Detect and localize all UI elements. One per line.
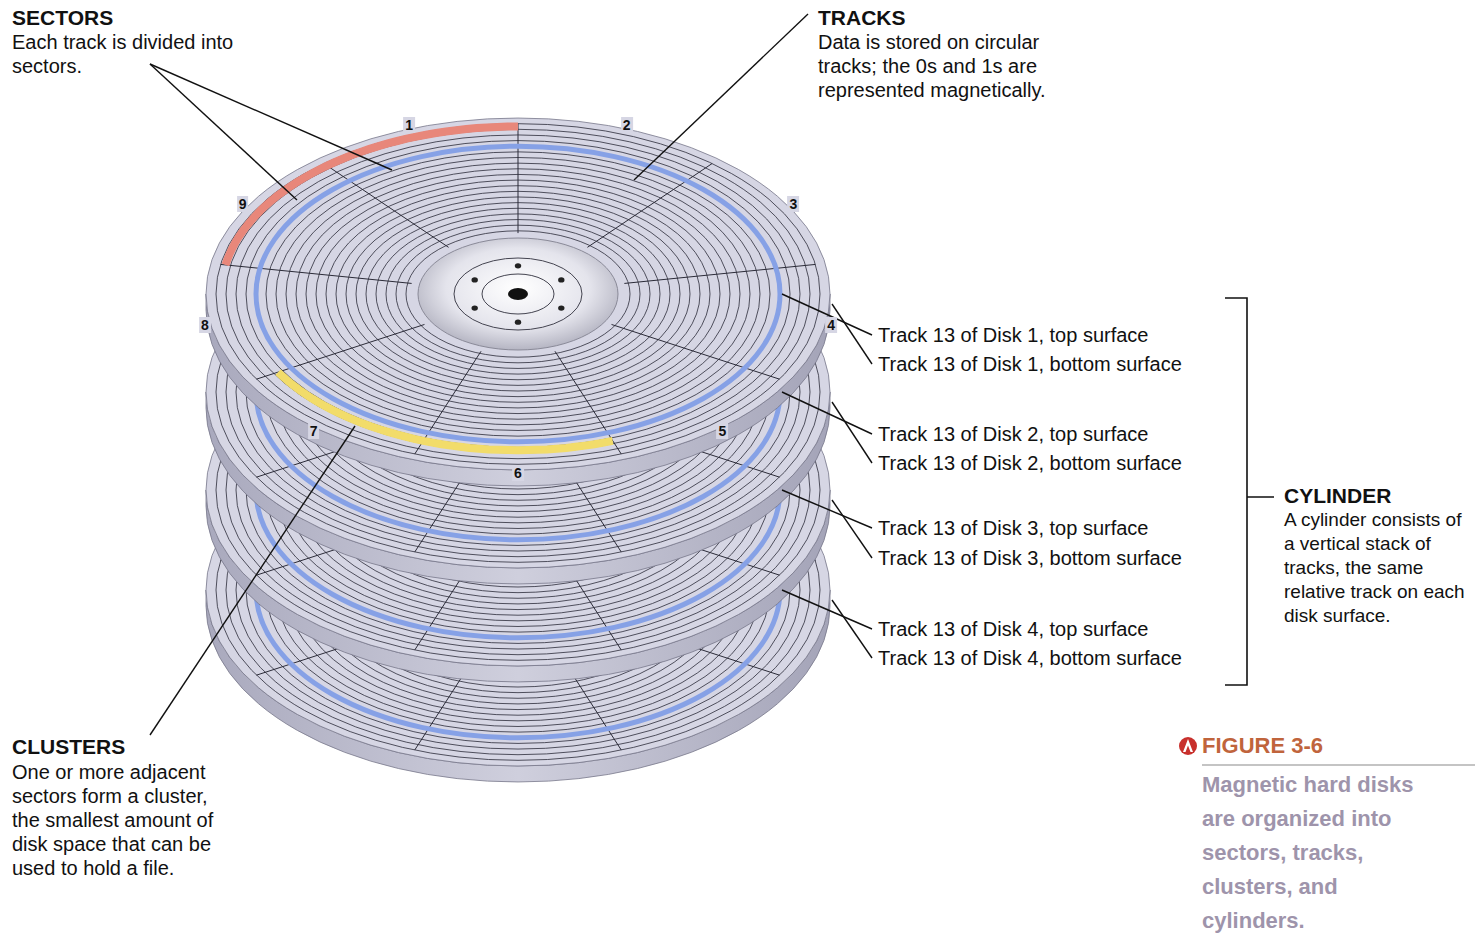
sector-boundary [612,324,780,379]
leader-line [832,500,872,558]
leader-line [832,600,872,658]
leader-line [782,590,872,629]
leader-line [832,304,872,364]
callout-text: Each track is divided into sectors. [12,30,242,78]
platter [206,118,830,486]
sector-boundary [624,264,815,283]
leader-line [150,64,392,170]
callout-text: One or more adjacent sectors form a clus… [12,760,237,880]
sector-boundary [324,164,449,248]
track-ring [406,231,630,357]
platter-surface [206,118,830,470]
spindle-hub [418,238,618,350]
track-label: Track 13 of Disk 2, bottom surface [878,451,1182,475]
figure-icon-mark [1183,739,1193,752]
sector-number: 3 [787,196,799,212]
sector-boundary [221,264,412,283]
hub-ring [454,258,582,330]
callout-text: Data is stored on circular tracks; the 0… [818,30,1086,102]
hub-screw [558,277,564,282]
sector-boundary [518,124,519,233]
sector-number: 5 [717,423,729,439]
callout-heading: TRACKS [818,6,906,30]
hub-screw [471,277,477,282]
track-label: Track 13 of Disk 4, top surface [878,617,1148,641]
callout-heading: SECTORS [12,6,113,30]
track-ring [386,220,650,369]
spindle-hole [508,288,528,300]
figure-number: FIGURE 3-6 [1202,733,1323,759]
track-label: Track 13 of Disk 4, bottom surface [878,646,1182,670]
hub-screw [558,306,564,311]
track-ring [216,124,820,465]
sector-number: 7 [308,423,320,439]
callout-text: A cylinder consists of a vertical stack … [1284,508,1469,628]
hub-screw [471,306,477,311]
leader-line [832,402,872,463]
caption-rule [1202,764,1475,765]
track-ring [396,225,640,363]
leader-lines [150,14,872,735]
leader-line [782,490,872,528]
sector-number: 9 [237,196,249,212]
leader-line [782,294,872,335]
cylinder-bracket [1225,298,1274,685]
figure-caption: Magnetic hard disks are organized into s… [1202,768,1442,938]
hub-screw [515,320,521,325]
sector-number: 1 [403,117,415,133]
sector-number: 6 [512,465,524,481]
leader-line [150,64,297,200]
leader-line [150,426,355,735]
track-ring [376,214,660,374]
hub-ring [482,274,554,314]
track-13-ring [256,146,780,442]
track-label: Track 13 of Disk 1, top surface [878,323,1148,347]
sector-number: 4 [825,317,837,333]
callout-heading: CYLINDER [1284,484,1391,508]
track-ring [366,208,670,379]
hub-screw [515,263,521,268]
figure-icon [1179,737,1197,755]
leader-line [634,14,808,180]
track-label: Track 13 of Disk 3, top surface [878,516,1148,540]
track-label: Track 13 of Disk 2, top surface [878,422,1148,446]
sector-boundary [587,164,712,248]
track-label: Track 13 of Disk 1, bottom surface [878,352,1182,376]
leader-line [782,392,872,434]
sector-number: 8 [199,317,211,333]
track-label: Track 13 of Disk 3, bottom surface [878,546,1182,570]
sector-number: 2 [621,117,633,133]
disk-stack [206,118,830,782]
callout-heading: CLUSTERS [12,735,125,759]
